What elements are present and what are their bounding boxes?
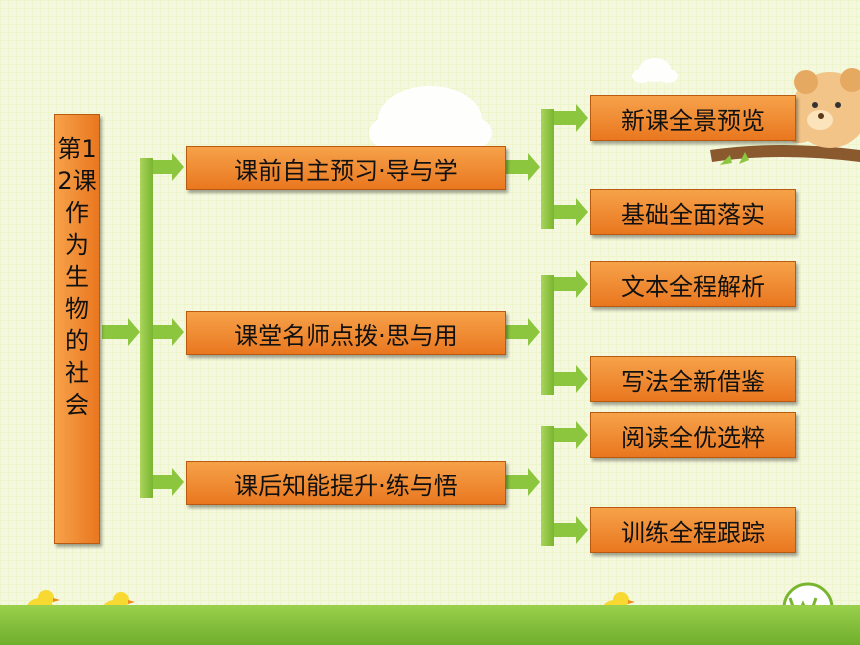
- teddy-bear-icon: [710, 68, 860, 165]
- item-after-2: 训练全程跟踪: [590, 507, 796, 553]
- cloud-icon: [369, 86, 492, 154]
- cloud-icon: [632, 58, 678, 83]
- item-classroom-1: 文本全程解析: [590, 261, 796, 307]
- section-preview: 课前自主预习·导与学: [186, 146, 506, 190]
- branch-bar-1: [541, 109, 554, 229]
- trunk-bar: [140, 158, 153, 498]
- item-preview-1: 新课全景预览: [590, 95, 796, 141]
- branch-bar-3: [541, 426, 554, 546]
- arrow-connectors: [102, 104, 588, 544]
- grass-ground: [0, 605, 860, 645]
- item-after-1: 阅读全优选粹: [590, 412, 796, 458]
- section-classroom: 课堂名师点拨·思与用: [186, 311, 506, 355]
- item-classroom-2: 写法全新借鉴: [590, 356, 796, 402]
- branch-bar-2: [541, 275, 554, 395]
- item-preview-2: 基础全面落实: [590, 189, 796, 235]
- lesson-title: 第12课 作为生物的社会: [54, 114, 121, 544]
- section-after-class: 课后知能提升·练与悟: [186, 461, 506, 505]
